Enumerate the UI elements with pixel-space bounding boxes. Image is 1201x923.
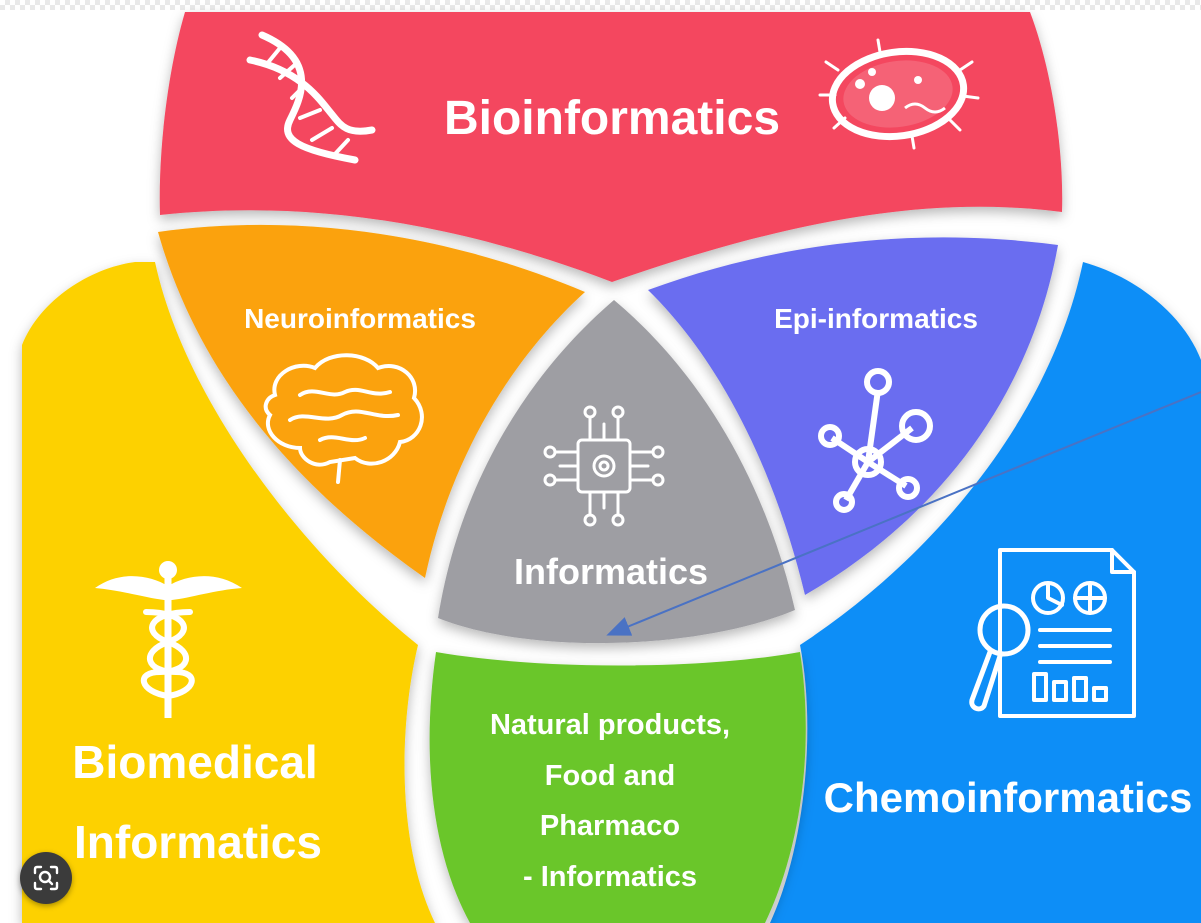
- natural-products-label-line1: Natural products,: [490, 709, 730, 741]
- lens-search-button[interactable]: [20, 852, 72, 904]
- natural-products-label-line2: Food and: [545, 760, 675, 792]
- annotation-arrow: [606, 391, 1201, 636]
- biomedical-label-line1: Biomedical: [72, 736, 317, 788]
- molecule-icon: [818, 368, 933, 513]
- epi-informatics-section: [648, 237, 1058, 595]
- caduceus-icon: [95, 561, 242, 718]
- dna-icon: [246, 31, 376, 164]
- biomedical-section: [22, 262, 435, 923]
- natural-products-section: [429, 652, 806, 923]
- natural-products-label-line4: - Informatics: [523, 861, 697, 893]
- chemoinformatics-section: [770, 262, 1201, 923]
- informatics-section: [438, 300, 795, 644]
- chemoinformatics-label: Chemoinformatics: [824, 774, 1193, 821]
- lens-search-icon: [33, 865, 59, 891]
- biomedical-label-line2: Informatics: [74, 816, 322, 868]
- chip-icon: [543, 405, 665, 527]
- transparency-strip: [0, 0, 1201, 10]
- epi-informatics-label: Epi-informatics: [774, 303, 978, 334]
- bioinformatics-label: Bioinformatics: [444, 92, 780, 145]
- natural-products-label-line3: Pharmaco: [540, 810, 680, 842]
- neuroinformatics-label: Neuroinformatics: [244, 303, 476, 334]
- neuroinformatics-section: [158, 224, 585, 579]
- informatics-label: Informatics: [514, 551, 708, 592]
- report-magnifier-icon: [969, 548, 1136, 718]
- brain-icon: [263, 353, 424, 484]
- bacterium-icon: [818, 38, 980, 150]
